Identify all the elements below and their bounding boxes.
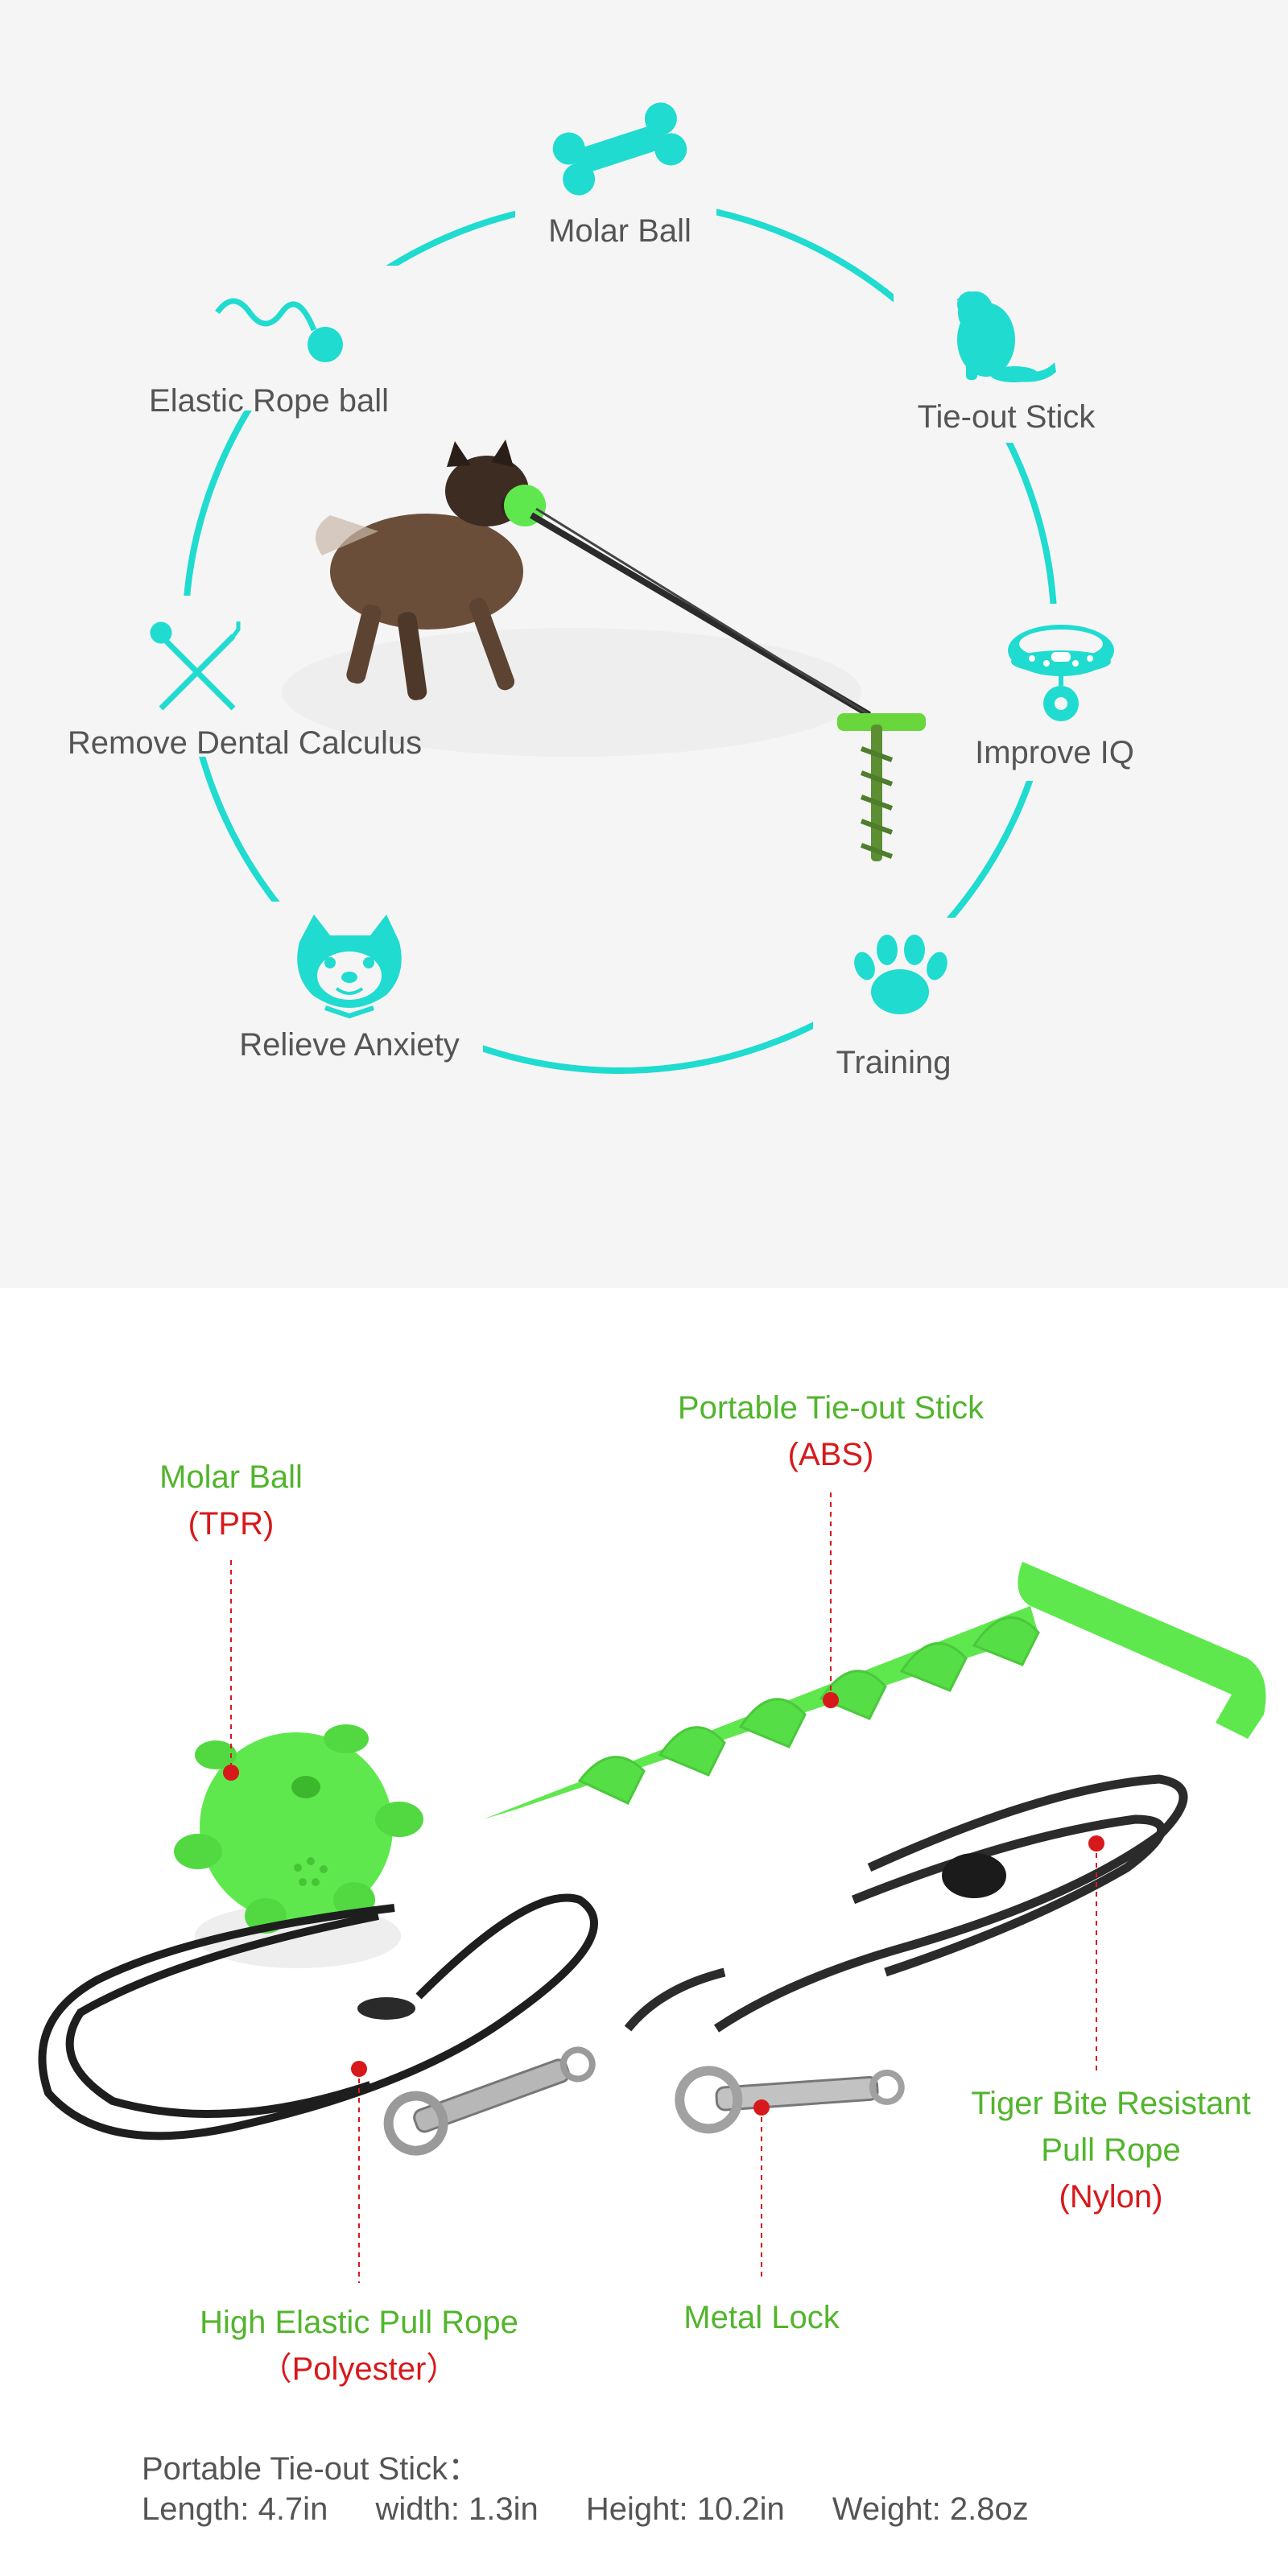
part-label-elastic-rope: High Elastic Pull Rope （Polyester） xyxy=(200,2299,518,2392)
features-graphic xyxy=(150,102,1114,1074)
feature-label-improve-iq: Improve IQ xyxy=(975,735,1134,770)
part-name: Tiger Bite Resistant xyxy=(971,2086,1251,2121)
dog-sitting-icon xyxy=(956,291,1056,382)
components-graphic xyxy=(38,1492,1266,2283)
tie-out-stick-photo xyxy=(483,1562,1266,1819)
bone-icon xyxy=(552,102,687,196)
feature-label-tie-out-stick: Tie-out Stick xyxy=(917,399,1096,435)
dog-product-photo xyxy=(282,440,926,861)
part-label-molar-ball: Molar Ball (TPR) xyxy=(159,1454,303,1547)
part-material: （Polyester） xyxy=(259,2351,459,2387)
rope-ball-icon xyxy=(215,298,343,362)
features-panel: Molar Ball Tie-out Stick Improve IQ Trai… xyxy=(67,102,1134,1080)
feature-label-remove-dental: Remove Dental Calculus xyxy=(67,725,423,761)
specs-title: Portable Tie-out Stick： xyxy=(142,2451,481,2487)
part-material: (ABS) xyxy=(787,1437,874,1472)
nylon-rope-photo xyxy=(624,1774,1188,2033)
part-name: Portable Tie-out Stick xyxy=(677,1390,985,1426)
rope-sleeve xyxy=(357,1997,415,2020)
spec-width: width: 1.3in xyxy=(375,2491,539,2527)
elastic-rope-photo xyxy=(38,1893,598,2140)
spec-length: Length: 4.7in xyxy=(142,2491,328,2527)
part-label-tiger-rope: Tiger Bite Resistant Pull Rope (Nylon) xyxy=(971,2080,1251,2220)
part-label-metal-lock: Metal Lock xyxy=(683,2294,839,2341)
part-label-tie-out-stick: Portable Tie-out Stick (ABS) xyxy=(678,1385,984,1478)
spec-weight: Weight: 2.8oz xyxy=(832,2491,1029,2527)
shiba-face-icon xyxy=(297,914,402,1019)
product-specs: Portable Tie-out Stick： Length: 4.7in wi… xyxy=(142,2449,1067,2529)
components-panel: Portable Tie-out Stick (ABS) Molar Ball … xyxy=(0,1288,1288,2576)
spec-height: Height: 10.2in xyxy=(585,2491,785,2527)
paw-icon xyxy=(854,935,947,1014)
callouts xyxy=(223,1492,1104,2283)
collar-icon xyxy=(1008,625,1114,721)
part-name: High Elastic Pull Rope xyxy=(200,2305,518,2340)
feature-label-training: Training xyxy=(836,1045,952,1080)
part-name-line2: Pull Rope xyxy=(1041,2132,1181,2168)
part-material: (TPR) xyxy=(188,1506,275,1542)
part-name: Metal Lock xyxy=(683,2300,840,2335)
part-name: Molar Ball xyxy=(159,1459,303,1495)
specs-row: Length: 4.7in width: 1.3in Height: 10.2i… xyxy=(142,2489,1067,2529)
part-material: (Nylon) xyxy=(1059,2179,1163,2215)
feature-label-relieve-anxiety: Relieve Anxiety xyxy=(239,1027,460,1063)
feature-label-elastic-rope-ball: Elastic Rope ball xyxy=(149,383,389,419)
rope-knot xyxy=(942,1853,1006,1898)
dental-tools-icon xyxy=(150,621,241,711)
feature-label-molar-ball: Molar Ball xyxy=(548,213,691,249)
metal-lock-photo xyxy=(383,2046,905,2156)
